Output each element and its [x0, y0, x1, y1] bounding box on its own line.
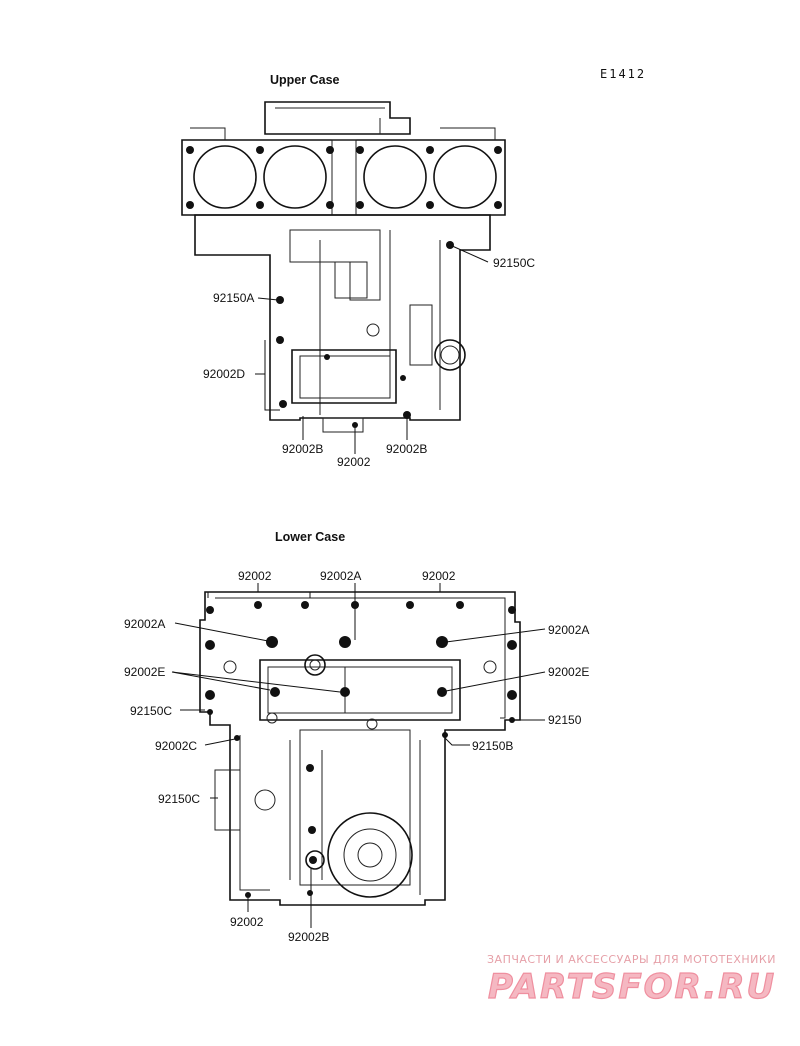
lower-case-drawing	[199, 591, 521, 906]
watermark-tagline: ЗАПЧАСТИ И АКСЕССУАРЫ ДЛЯ МОТОТЕХНИКИ	[487, 953, 776, 966]
label-92002-top-left: 92002	[238, 569, 272, 583]
lower-case-title: Lower Case	[275, 530, 345, 544]
label-92002-bottom: 92002	[230, 915, 264, 929]
label-92002B-right-upper: 92002B	[386, 442, 427, 456]
upper-case-drawing	[181, 101, 506, 433]
label-92150C-left-b: 92150C	[158, 792, 200, 806]
label-92002-top-right: 92002	[422, 569, 456, 583]
label-92002B-left-upper: 92002B	[282, 442, 323, 456]
upper-leaders	[255, 244, 489, 454]
label-92002D: 92002D	[203, 367, 245, 381]
label-92150C-left-a: 92150C	[130, 704, 172, 718]
label-92002C-left: 92002C	[155, 739, 197, 753]
label-92002A-right: 92002A	[548, 623, 589, 637]
label-92150C-upper: 92150C	[493, 256, 535, 270]
label-92150-right: 92150	[548, 713, 582, 727]
label-92150B-right: 92150B	[472, 739, 513, 753]
lower-leaders	[171, 583, 546, 928]
upper-case-title: Upper Case	[270, 73, 340, 87]
diagram-code: E1412	[600, 67, 646, 81]
watermark-brand: PARTSFOR.RU	[488, 967, 776, 1007]
label-92002E-right: 92002E	[548, 665, 589, 679]
label-92002A-top-mid: 92002A	[320, 569, 361, 583]
label-92150A: 92150A	[213, 291, 254, 305]
label-92002B-bottom: 92002B	[288, 930, 329, 944]
label-92002-upper: 92002	[337, 455, 371, 469]
label-92002A-left: 92002A	[124, 617, 165, 631]
label-92002E-left: 92002E	[124, 665, 165, 679]
